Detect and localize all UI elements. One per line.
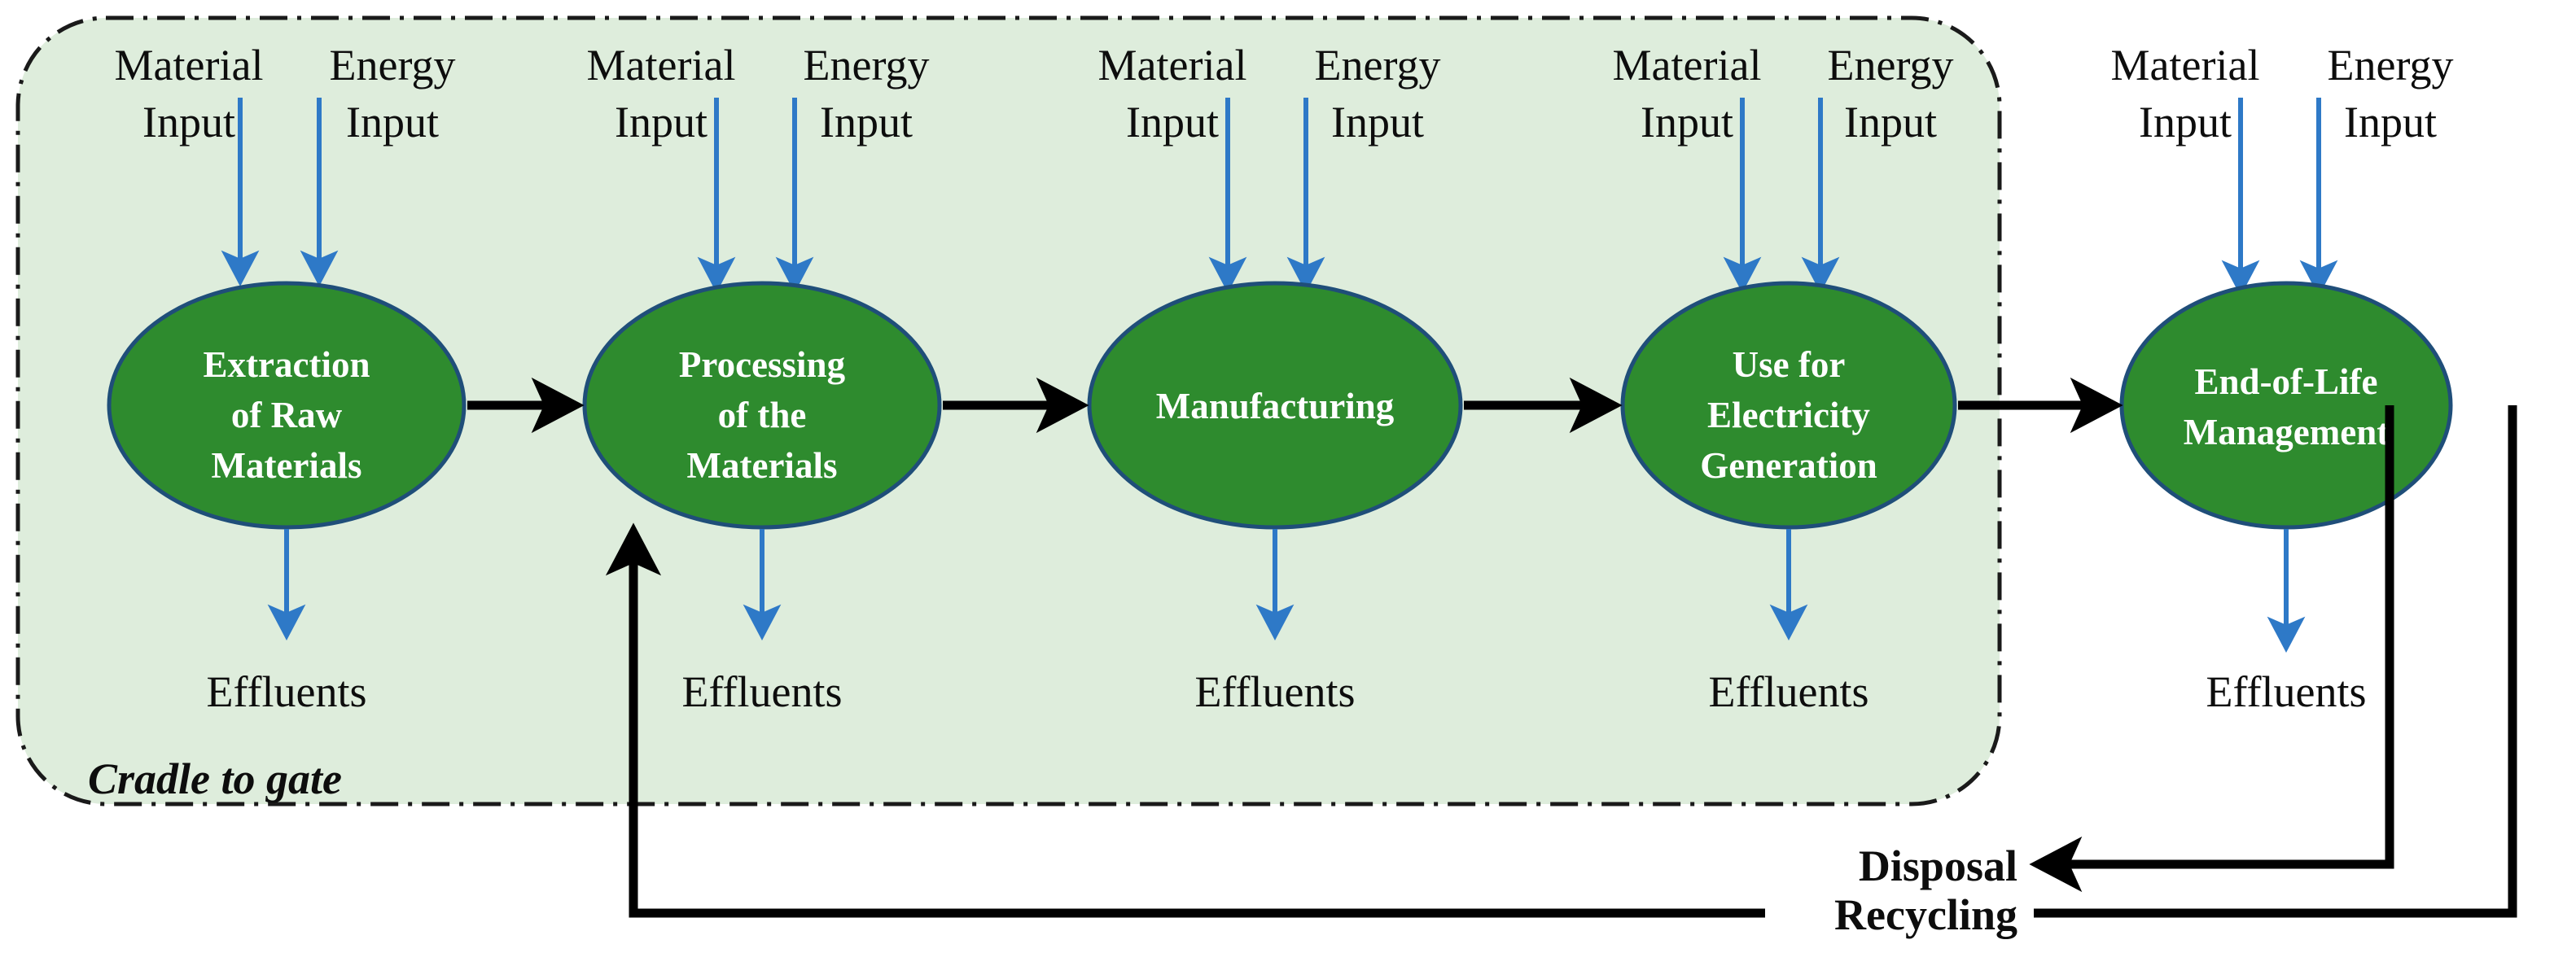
recycling-connector-right [2034,405,2517,918]
disposal-connector [2029,405,2394,893]
material-input-label-5-line1: Material [2111,41,2260,90]
stage-label-use-line1: Use for [1733,344,1846,385]
stage-ellipse-use-for-electricity-generation[interactable] [1620,281,1957,530]
stage-ellipse-extraction[interactable] [107,281,467,530]
stage-group-use-for-electricity-generation[interactable]: Material Input Energy Input Use for Elec… [1613,41,1957,716]
effluent-label-2: Effluents [682,667,843,716]
energy-input-label-5-line1: Energy [2328,41,2454,90]
stage-group-extraction[interactable]: Material Input Energy Input Extraction o… [107,41,467,716]
stage-label-extraction-line3: Materials [212,445,362,486]
effluent-label-4: Effluents [1709,667,1869,716]
stage-label-manufacturing-line1: Manufacturing [1156,386,1395,426]
stage-label-extraction-line1: Extraction [204,344,370,385]
stage-label-processing-line2: of the [718,395,807,435]
effluent-label-3: Effluents [1195,667,1356,716]
energy-input-label-4-line1: Energy [1828,41,1954,90]
stage-group-processing[interactable]: Material Input Energy Input Processing o… [582,41,942,716]
material-input-label-2-line1: Material [587,41,736,90]
stage-label-eol-line1: End-of-Life [2195,361,2378,402]
energy-input-label-2-line2: Input [820,98,913,146]
stage-label-use-line2: Electricity [1707,395,1870,435]
material-input-label-5-line2: Input [2139,98,2232,146]
energy-input-label-3-line2: Input [1331,98,1424,146]
material-input-label-4-line2: Input [1641,98,1733,146]
energy-input-label-5-line2: Input [2344,98,2437,146]
material-input-label-3-line1: Material [1098,41,1247,90]
effluent-label-1: Effluents [207,667,367,716]
material-input-label-1-line2: Input [142,98,235,146]
stage-ellipse-manufacturing[interactable] [1087,281,1463,530]
material-input-label-2-line2: Input [615,98,708,146]
stage-group-manufacturing[interactable]: Material Input Energy Input Manufacturin… [1087,41,1463,716]
stage-label-extraction-line2: of Raw [231,395,343,435]
energy-input-label-1-line1: Energy [330,41,456,90]
cradle-to-gate-label: Cradle to gate [88,754,342,803]
stage-label-use-line3: Generation [1700,445,1877,486]
stage-label-processing-line1: Processing [679,344,846,385]
energy-input-label-2-line1: Energy [804,41,930,90]
stage-group-end-of-life-management[interactable]: Material Input Energy Input End-of-Life … [2111,41,2454,716]
stage-label-processing-line3: Materials [687,445,838,486]
material-input-label-4-line1: Material [1613,41,1762,90]
energy-input-label-3-line1: Energy [1315,41,1441,90]
system-boundary-rect [15,15,2002,806]
stage-ellipse-end-of-life-management[interactable] [2119,281,2453,530]
stage-label-eol-line2: Management [2184,412,2389,452]
energy-input-label-4-line2: Input [1844,98,1937,146]
recycling-connector-return [605,522,1765,918]
disposal-label: Disposal [1859,841,2017,890]
energy-input-label-1-line2: Input [346,98,439,146]
system-boundary-panel [15,15,2002,806]
material-input-label-3-line2: Input [1126,98,1219,146]
recycling-path: Recycling [605,405,2517,939]
stage-ellipse-processing[interactable] [582,281,942,530]
disposal-path: Disposal [1859,405,2394,893]
recycling-label: Recycling [1834,890,2017,939]
material-input-label-1-line1: Material [115,41,264,90]
effluent-label-5: Effluents [2206,667,2367,716]
